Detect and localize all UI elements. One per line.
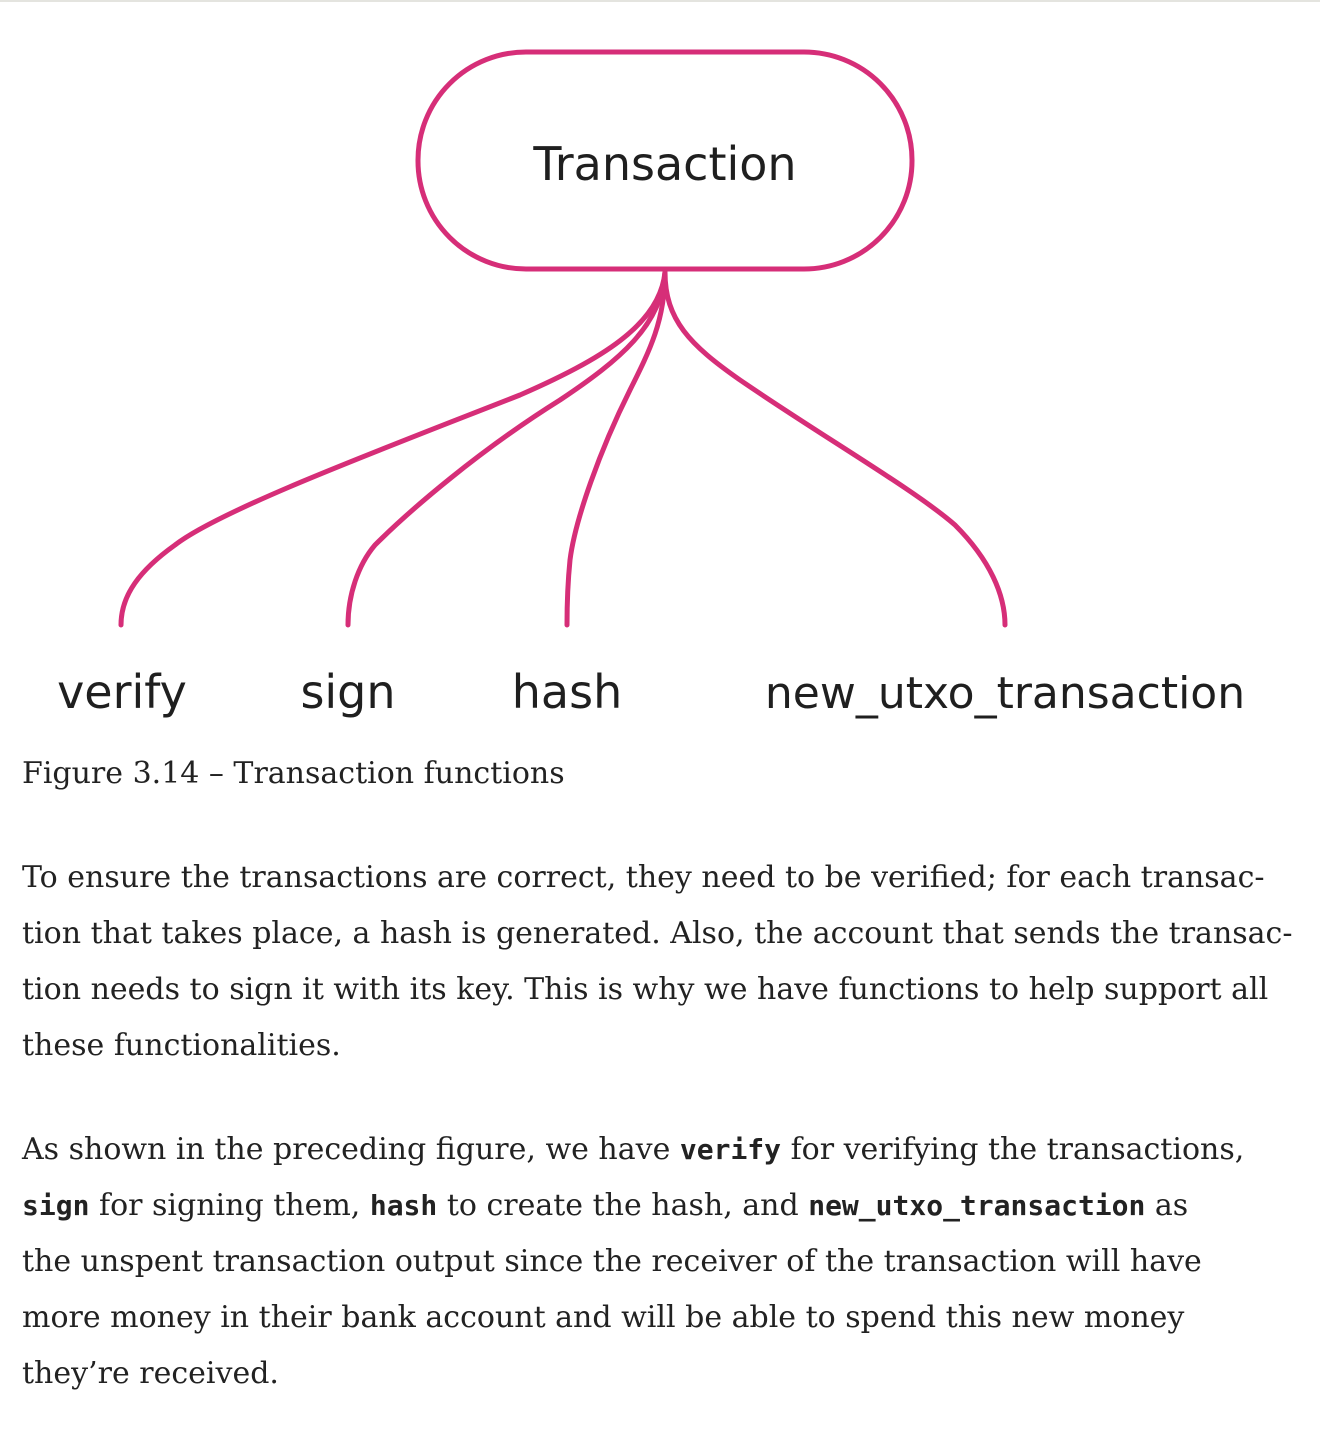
paragraph-2-line: sign for signing them, hash to create th… xyxy=(22,1178,1312,1234)
edge-new-utxo-transaction xyxy=(662,269,1008,628)
paragraph-1-line: tion needs to sign it with its key. This… xyxy=(22,972,1269,1007)
paragraph-2-text: for verifying the transactions, xyxy=(781,1132,1245,1167)
transaction-node-label: Transaction xyxy=(532,137,796,191)
paragraph-2-text: to create the hash, and xyxy=(437,1188,809,1223)
paragraph-1-line: To ensure the transactions are correct, … xyxy=(22,860,1265,895)
child-label-hash: hash xyxy=(512,665,622,719)
figure-caption: Figure 3.14 – Transaction functions xyxy=(22,756,565,791)
paragraph-2-text: As shown in the preceding figure, we hav… xyxy=(22,1132,680,1167)
transaction-node xyxy=(415,49,915,272)
paragraph-2-line: they’re received. xyxy=(22,1356,279,1391)
child-label-verify: verify xyxy=(57,665,187,719)
paragraph-2-line: the unspent transaction output since the… xyxy=(22,1244,1202,1279)
edge-sign xyxy=(345,269,668,628)
paragraph-2-line: more money in their bank account and wil… xyxy=(22,1300,1185,1335)
top-divider xyxy=(0,0,1320,2)
paragraph-1: To ensure the transactions are correct, … xyxy=(22,850,1312,1074)
code-hash: hash xyxy=(369,1189,438,1222)
paragraph-2-text: for signing them, xyxy=(89,1188,370,1223)
paragraph-1-line: these functionalities. xyxy=(22,1028,341,1063)
code-new-utxo-transaction: new_utxo_transaction xyxy=(808,1189,1146,1222)
code-sign: sign xyxy=(22,1189,90,1222)
transaction-functions-diagram: Transaction verify sign hash new_utxo_tr… xyxy=(57,49,1245,719)
code-verify: verify xyxy=(679,1133,782,1166)
edge-hash xyxy=(564,269,668,628)
paragraph-2-text: as xyxy=(1145,1188,1189,1223)
child-label-new-utxo-transaction: new_utxo_transaction xyxy=(765,668,1245,719)
paragraph-2-line: As shown in the preceding figure, we hav… xyxy=(22,1122,1312,1178)
edge-verify xyxy=(118,269,668,628)
child-label-sign: sign xyxy=(300,665,395,719)
paragraph-2: As shown in the preceding figure, we hav… xyxy=(22,1122,1312,1402)
paragraph-1-line: tion that takes place, a hash is generat… xyxy=(22,916,1293,951)
